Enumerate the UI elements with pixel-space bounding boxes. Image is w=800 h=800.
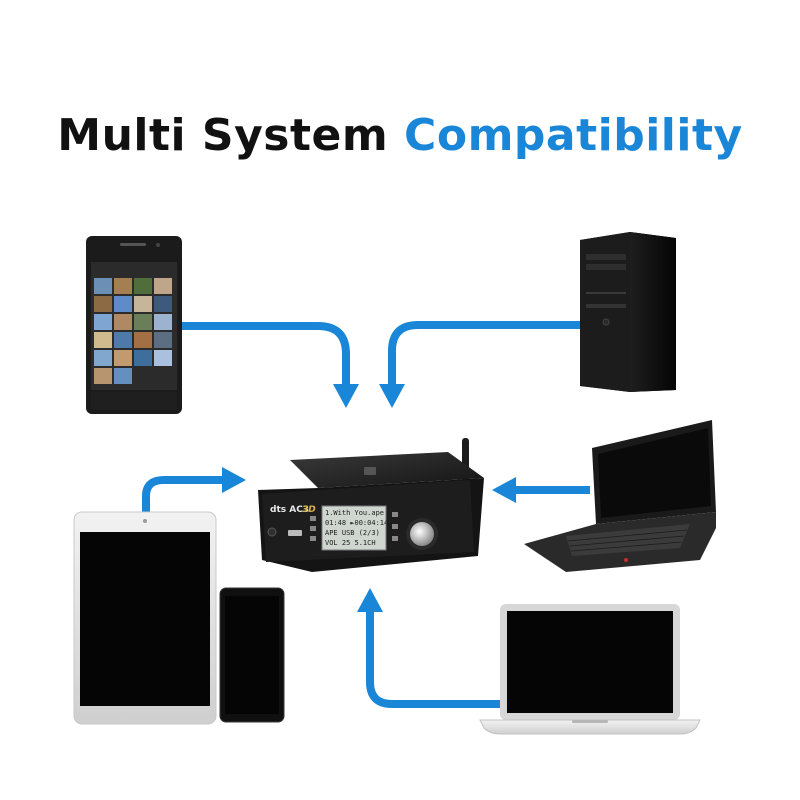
laptop [524,420,716,572]
desktop-tower [580,232,676,392]
macbook-notch [572,720,608,723]
device-brand: dts AC3 [270,505,309,515]
button-next[interactable] [392,524,398,529]
tower-ports [586,304,626,308]
volume-knob[interactable] [410,522,434,546]
power-button[interactable] [267,527,277,537]
tower-front [580,232,630,392]
arrows [142,321,590,708]
arrow-from-phone [178,322,350,390]
button-up[interactable] [310,516,316,521]
small-phone [219,587,285,723]
phone-speaker [120,243,146,246]
arrow-from-desktop-head [379,384,405,408]
phone-gallery-grid [94,278,172,384]
tablet-screen [80,532,210,706]
lcd-line-3: APE USB (2/3) [325,529,380,537]
arrow-from-macbook-head [357,588,383,612]
laptop-keys [567,529,688,552]
device-brand-3d: 3D [302,505,316,515]
logo-badge-icon [364,467,376,475]
button-play[interactable] [392,512,398,517]
smartphone [86,236,182,414]
button-down[interactable] [310,536,316,541]
button-mid[interactable] [310,526,316,531]
lcd-line-4: VOL 25 5.1CH [325,539,376,547]
button-prev[interactable] [392,536,398,541]
lcd-display [321,505,387,551]
title-part2: Compatibility [404,110,743,161]
macbook [479,604,701,735]
phone-nav-bar [91,392,177,410]
arrow-from-laptop-head [492,477,516,503]
phone-camera-icon [156,243,160,247]
macbook-base [479,719,701,735]
arrow-from-tablet-head [222,467,246,493]
tower-drive-bay-1 [586,254,626,260]
arrow-from-desktop [388,321,580,390]
tower-drive-bay-2 [586,264,626,270]
lcd-line-1: 1.With You.ape [325,509,384,517]
small-phone-screen [225,596,279,714]
tower-side [630,232,676,392]
device-top [290,452,484,488]
usb-port [288,530,302,536]
tower-divider [586,292,626,294]
laptop-screen [598,428,711,518]
tablet [73,511,217,725]
page-title: Multi System Compatibility [0,110,800,161]
laptop-keyboard [566,524,690,556]
audio-decoder-device: dts AC3 3D 1.With You.ape 01:48 ►00:04:1… [258,438,484,572]
arrow-from-macbook [366,606,500,708]
title-part1: Multi System [57,110,389,161]
tablet-camera-icon [143,519,147,523]
arrow-from-phone-head [333,384,359,408]
lcd-line-2: 01:48 ►00:04:14 [325,519,388,527]
trackpoint-icon [624,558,628,562]
power-icon [602,318,610,326]
arrow-from-tablet [142,476,228,512]
macbook-screen [507,611,673,713]
